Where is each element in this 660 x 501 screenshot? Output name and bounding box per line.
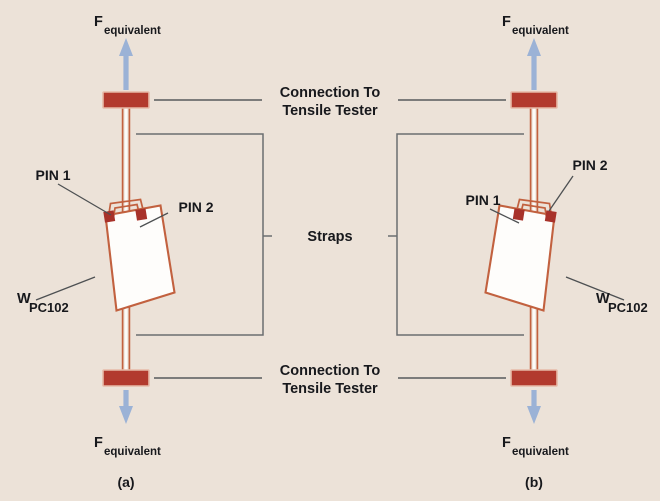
straps-bracket-left	[136, 133, 264, 336]
bottom-connection-label-line2: Tensile Tester	[282, 381, 378, 397]
panel-b-bottom-connection-block	[510, 369, 558, 387]
panel-b-top-connection-block	[510, 91, 558, 109]
panel-a-pin2-leader	[139, 212, 169, 228]
panel-a-bottom-force-symbol: F	[94, 435, 103, 451]
panel-a-specimen-leader	[35, 276, 96, 301]
panel-b-pin2-block	[544, 210, 557, 223]
panel-a-pin1-block	[103, 210, 116, 223]
top-connection-label-line2: Tensile Tester	[282, 103, 378, 119]
panel-a-specimen-subscript: PC102	[29, 300, 69, 315]
panel-a-bottom-force-subscript: equivalent	[104, 446, 161, 458]
straps-bracket-right	[396, 133, 524, 336]
panel-a-top-force-arrow	[119, 38, 133, 90]
panel-b-pin2-label: PIN 2	[572, 157, 607, 173]
panel-a-bottom-force-arrow	[119, 390, 133, 424]
panel-b-top-force-arrow	[527, 38, 541, 90]
panel-b-strap-upper	[529, 100, 539, 212]
panel-a-specimen-symbol: W	[17, 291, 31, 307]
panel-a-top-connection-block	[102, 91, 150, 109]
panel-b-specimen-symbol: W	[596, 291, 610, 307]
panel-a-bottom-connection-block	[102, 369, 150, 387]
panel-b-top-force-subscript: equivalent	[512, 25, 569, 37]
bottom-connection-label-line1: Connection To	[280, 363, 381, 379]
panel-b-bottom-force-arrow	[527, 390, 541, 424]
panel-a-pin2-block	[135, 208, 148, 221]
panel-b-pin1-leader	[489, 208, 520, 224]
panel-b-top-force-symbol: F	[502, 14, 511, 30]
panel-b-bottom-force-symbol: F	[502, 435, 511, 451]
panel-a-pin2-label: PIN 2	[178, 199, 213, 215]
panel-a: PIN 1 PIN 2 W PC102 F equivalent F equiv…	[17, 14, 214, 490]
panel-a-pin1-leader	[57, 183, 112, 216]
panel-b: PIN 2 PIN 1 W PC102 F equivalent F equiv…	[465, 14, 647, 490]
panel-b-pin1-block	[512, 208, 525, 221]
panel-a-top-force-symbol: F	[94, 14, 103, 30]
panel-a-top-force-subscript: equivalent	[104, 25, 161, 37]
panel-b-bottom-force-subscript: equivalent	[512, 446, 569, 458]
panel-b-pin1-label: PIN 1	[465, 192, 500, 208]
top-connection-label-line1: Connection To	[280, 85, 381, 101]
panel-a-pin1-label: PIN 1	[35, 167, 70, 183]
panel-b-specimen-subscript: PC102	[608, 300, 648, 315]
panel-b-pin2-leader	[548, 175, 574, 212]
panel-a-caption: (a)	[117, 474, 134, 490]
panel-a-strap-upper	[121, 100, 131, 212]
panel-b-caption: (b)	[525, 474, 543, 490]
panel-b-specimen-leader	[565, 276, 625, 301]
straps-label: Straps	[307, 229, 352, 245]
